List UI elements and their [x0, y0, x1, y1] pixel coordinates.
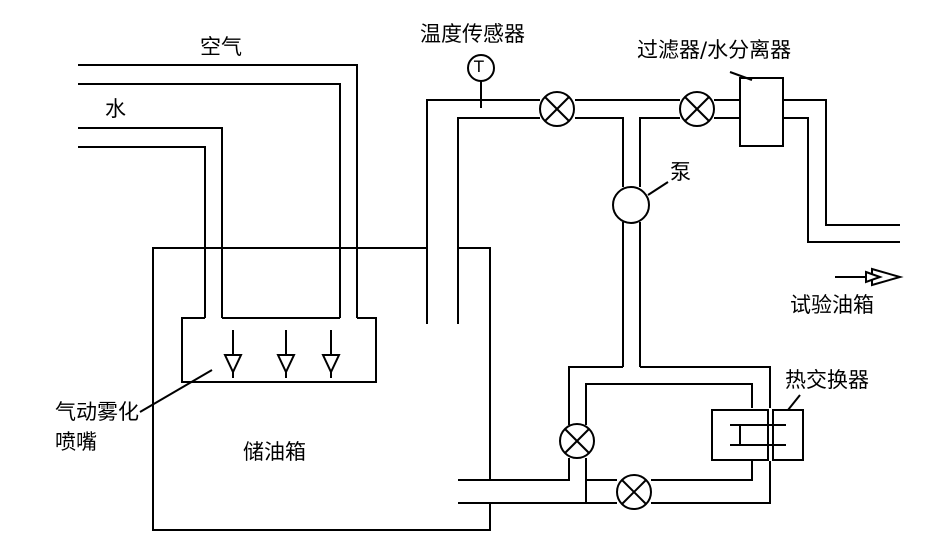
valve-top-1: [539, 91, 575, 127]
air-pipe: [78, 64, 358, 318]
label-air: 空气: [200, 35, 242, 59]
tank-outlet-pipe: [426, 99, 740, 324]
label-filter-water-separator: 过滤器/水分离器: [637, 38, 792, 62]
heat-exchanger: [711, 409, 804, 461]
temperature-sensor-icon: [467, 54, 495, 82]
nozzle-leader-line: [139, 369, 213, 413]
pump-leader-line: [647, 181, 669, 196]
filter-leader-line: [729, 71, 753, 81]
label-water: 水: [105, 97, 126, 121]
storage-tank: [152, 247, 491, 531]
label-storage-tank: 储油箱: [243, 440, 306, 464]
flow-arrow-icon: [835, 267, 904, 287]
valve-loop-left: [559, 423, 595, 459]
label-test-tank: 试验油箱: [790, 293, 874, 317]
heat-exchanger-leader-line: [787, 394, 801, 411]
label-temperature-sensor: 温度传感器: [420, 22, 525, 46]
label-heat-exchanger: 热交换器: [785, 368, 869, 392]
filter-water-separator: [739, 77, 784, 147]
atomizing-nozzle-box: [181, 317, 377, 383]
label-pump: 泵: [670, 160, 691, 184]
heat-exchanger-loop: [458, 366, 771, 504]
test-tank-outlet-pipe: [783, 99, 900, 243]
valve-loop-bottom: [616, 474, 652, 510]
valve-top-2: [679, 91, 715, 127]
pump-icon: [612, 186, 650, 367]
nozzle-spray-arrows: [223, 330, 341, 378]
label-nozzle-line2: 喷嘴: [55, 430, 97, 454]
temperature-sensor: [467, 54, 495, 108]
label-temperature-sensor-symbol: T: [474, 57, 484, 76]
label-nozzle-line1: 气动雾化: [55, 400, 139, 424]
water-pipe: [78, 127, 223, 318]
